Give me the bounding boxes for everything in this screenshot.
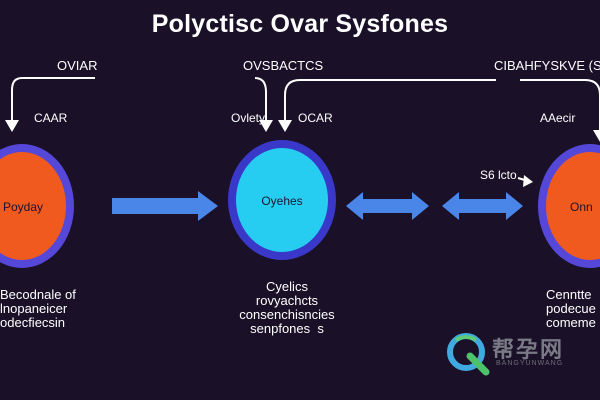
watermark: 帮孕网 BANGYUNWANG — [444, 330, 594, 374]
node-left-core — [0, 152, 66, 260]
connector-right — [520, 79, 600, 135]
header-label-right: CIBAHFYSKVE (SE) — [494, 58, 600, 73]
watermark-logo-icon — [447, 333, 490, 376]
label-aaecir: AAecir — [540, 111, 576, 125]
description-right: Cenntte podecue a comeme — [546, 287, 600, 330]
block-arrow-double-1 — [346, 192, 429, 220]
label-ovlety: Ovlety — [231, 111, 266, 125]
description-left: Becodnale of lnopaneicer odecfiecsin — [0, 287, 76, 330]
node-right-label: Onn — [570, 200, 593, 214]
pointer-arrowhead — [523, 175, 533, 187]
node-right — [538, 144, 600, 268]
description-center: Cyelics rovyachcts consenchisncies senpf… — [239, 279, 335, 336]
watermark-subtext: BANGYUNWANG — [496, 360, 564, 367]
header-label-center: OVSBACTCS — [243, 58, 324, 73]
connector-center-left — [254, 77, 267, 120]
block-arrow-right — [112, 191, 218, 221]
label-ocar: OCAR — [298, 111, 333, 125]
label-caar: CAAR — [34, 111, 68, 125]
node-right-core — [546, 152, 600, 260]
diagram-title: Polyctisc Ovar Sysfones — [151, 10, 449, 38]
block-arrow-double-2 — [442, 192, 523, 220]
node-center-label: Oyehes — [261, 194, 303, 208]
connector-left — [11, 77, 95, 120]
header-label-left: OVIAR — [57, 58, 98, 73]
node-left — [0, 144, 74, 268]
connector-lines — [11, 77, 600, 135]
arrowhead-left — [5, 120, 19, 132]
watermark-text: 帮孕网 — [492, 337, 565, 362]
node-center — [228, 140, 336, 260]
arrowhead-center-left — [259, 120, 273, 132]
arrowhead-center-right — [278, 120, 292, 132]
node-left-label: Poyday — [2, 200, 44, 214]
label-s6-lcto: S6 lcto — [480, 168, 517, 182]
arrowhead-right — [593, 130, 600, 142]
node-center-core — [236, 148, 328, 252]
connector-heads — [5, 120, 600, 142]
connector-center-right — [284, 79, 496, 120]
